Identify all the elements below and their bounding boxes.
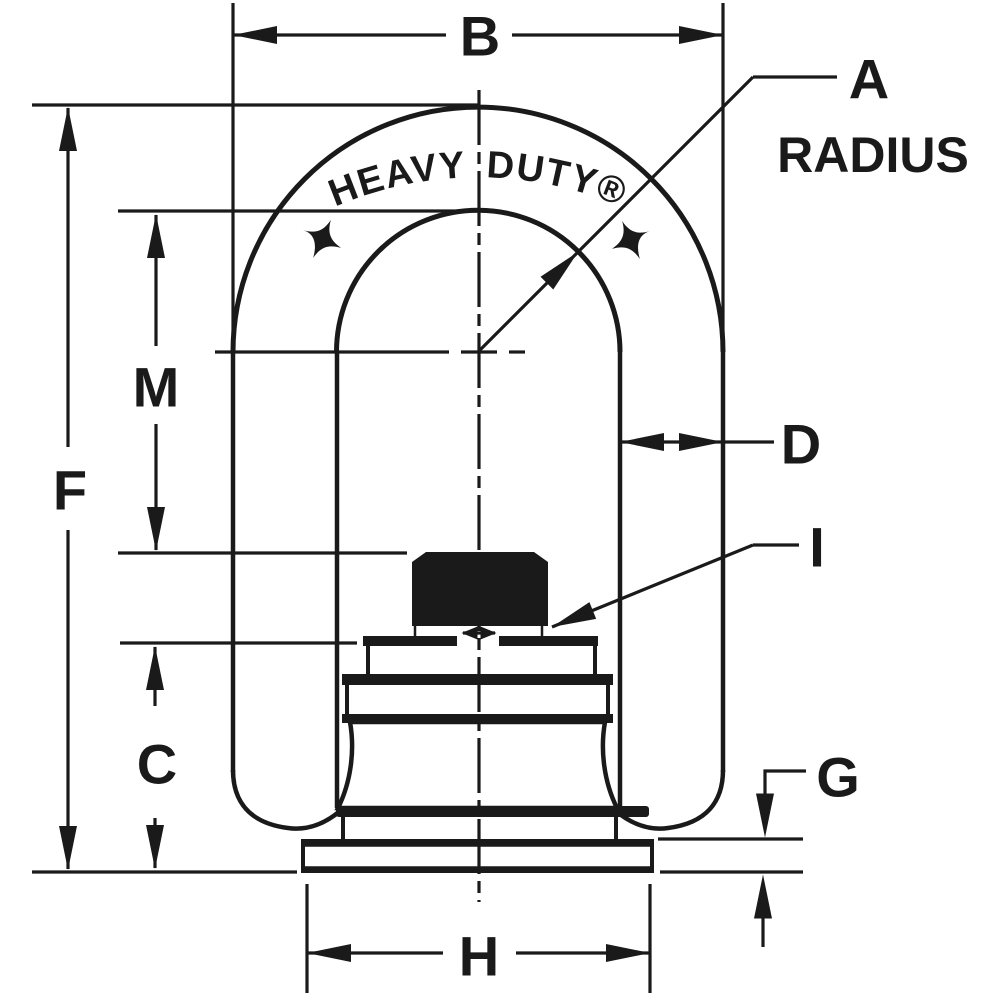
dimension-m (118, 209, 477, 555)
bolt-diameter-arrow (457, 626, 499, 647)
label-a: A (849, 48, 889, 111)
dimension-d (620, 433, 774, 451)
label-h: H (459, 925, 499, 988)
label-m: M (133, 356, 180, 419)
label-f: F (53, 459, 87, 522)
leader-i (548, 543, 799, 636)
dimension-h (305, 884, 652, 993)
label-g: G (816, 746, 860, 809)
leader-a-radius (476, 75, 837, 354)
bail-left-foot (230, 769, 342, 831)
dimension-c (120, 641, 357, 869)
bail-right-foot (614, 769, 726, 831)
label-d: D (781, 413, 821, 476)
dimension-g (658, 769, 806, 947)
label-i: I (809, 516, 825, 579)
dimension-f (32, 103, 478, 874)
dimension-labels: B A RADIUS M F D I C G H (53, 5, 969, 988)
label-c: C (137, 733, 177, 796)
label-radius: RADIUS (777, 127, 969, 183)
dimension-b (231, 3, 725, 352)
label-b: B (460, 5, 500, 68)
